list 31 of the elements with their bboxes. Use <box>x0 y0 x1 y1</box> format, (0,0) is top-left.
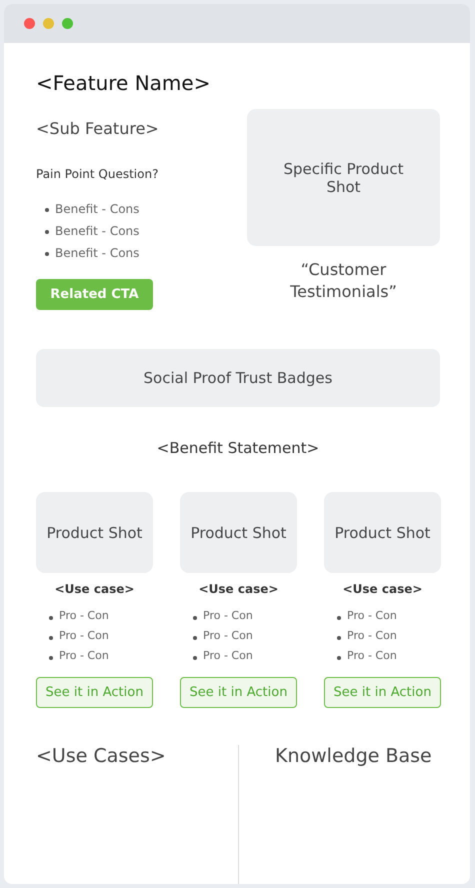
list-item: Pro - Con <box>59 629 110 644</box>
action-button: See it in Action <box>36 677 153 708</box>
list-item: Benefit - Cons <box>55 245 140 262</box>
product-shot-panel: Product Shot <box>324 492 441 573</box>
list-item: Pro - Con <box>203 629 254 644</box>
list-item: Pro - Con <box>347 649 398 664</box>
product-shot-panel: Specific Product Shot <box>247 109 440 246</box>
list-item: Pro - Con <box>203 609 254 624</box>
cta-button: Related CTA <box>36 279 153 310</box>
list-item: Pro - Con <box>203 649 254 664</box>
badge-banner: Social Proof Trust Badges <box>36 349 440 407</box>
list-item: Pro - Con <box>59 609 110 624</box>
list-item: Pro - Con <box>59 649 110 664</box>
section-heading: <Benefit Statement> <box>156 438 320 458</box>
action-button: See it in Action <box>324 677 441 708</box>
subheading: <Sub Feature> <box>36 118 160 140</box>
column-heading: Knowledge Base <box>275 744 433 769</box>
product-shot-panel: Product Shot <box>180 492 297 573</box>
card-heading: <Use case> <box>54 581 136 598</box>
list-item: Pro - Con <box>347 609 398 624</box>
card-heading: <Use case> <box>342 581 424 598</box>
product-shot-panel: Product Shot <box>36 492 153 573</box>
testimonial-text: “Customer Testimonials” <box>289 259 398 302</box>
list-item: Pro - Con <box>347 629 398 644</box>
list-item: Benefit - Cons <box>55 201 140 218</box>
question-text: Pain Point Question? <box>36 166 160 182</box>
card-heading: <Use case> <box>198 581 280 598</box>
list-item: Benefit - Cons <box>55 223 140 240</box>
column-heading: <Use Cases> <box>36 744 167 769</box>
action-button: See it in Action <box>180 677 297 708</box>
page-heading: <Feature Name> <box>36 70 212 97</box>
